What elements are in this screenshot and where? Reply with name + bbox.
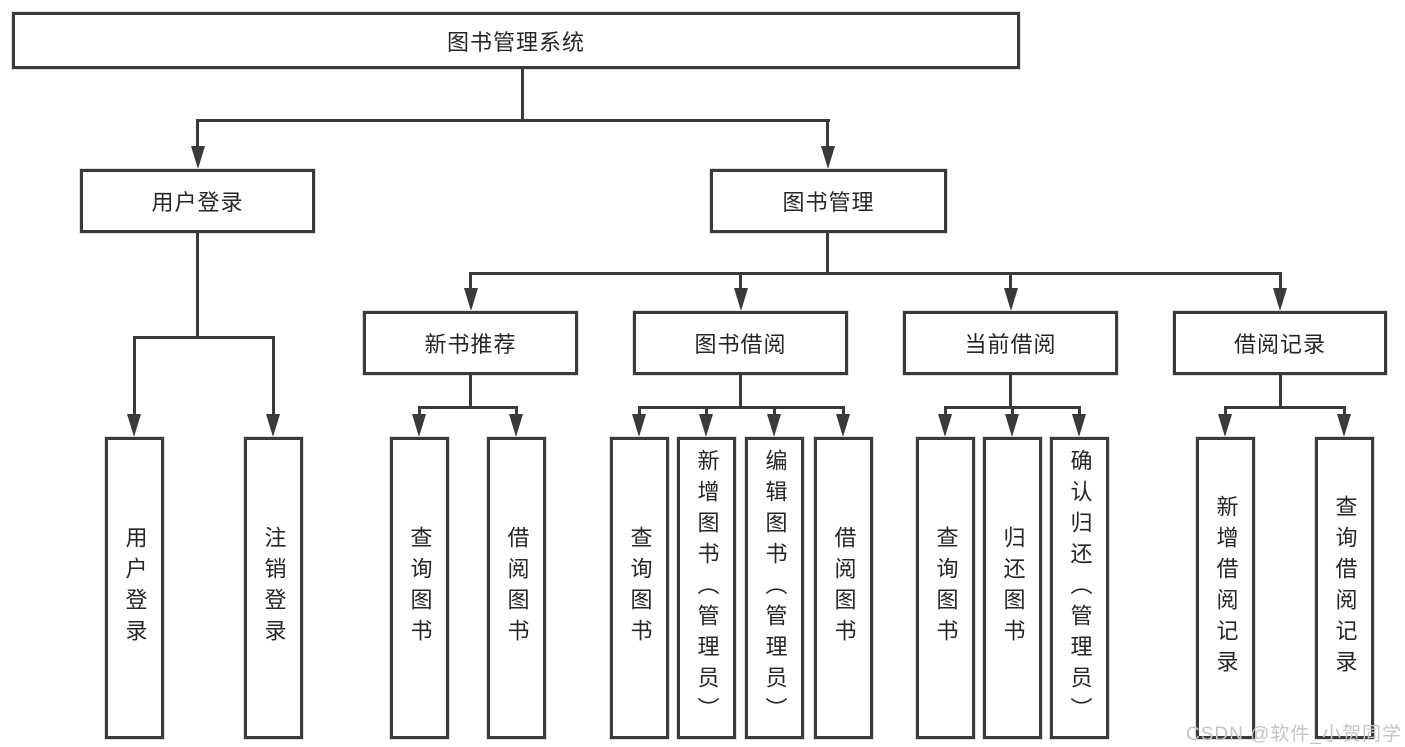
csdn-watermark: CSDN @软件_小贺同学	[1186, 724, 1402, 745]
leaf-current-return-books: 归还图书	[983, 437, 1042, 739]
leaf-records-query-borrow-record: 查询借阅记录	[1315, 437, 1374, 739]
arrowhead-down-icon	[127, 414, 141, 437]
arrowhead-down-icon	[938, 414, 952, 437]
arrowhead-down-icon	[632, 414, 646, 437]
leaf-borrow-query-books: 查询图书	[610, 437, 669, 739]
connector-stem	[272, 336, 275, 416]
connector-borrow-trunk	[739, 375, 742, 406]
connector-book-mgmt-trunk	[826, 233, 829, 272]
node-new-book-recommendation: 新书推荐	[363, 311, 578, 375]
node-book-borrowing: 图书借阅	[633, 311, 848, 375]
connector-stem	[739, 272, 742, 290]
connector-stem	[1224, 406, 1227, 416]
node-book-management: 图书管理	[710, 169, 947, 233]
connector-book-mgmt-bus	[469, 272, 1281, 275]
arrowhead-down-icon	[1273, 288, 1287, 311]
connector-stem	[133, 336, 136, 416]
leaf-borrow-edit-books-admin: 编辑图书（管理员）	[745, 437, 804, 739]
connector-stem	[1343, 406, 1346, 416]
arrowhead-down-icon	[734, 288, 748, 311]
leaf-current-query-books: 查询图书	[916, 437, 975, 739]
connector-stem	[826, 119, 829, 147]
connector-user-login-trunk	[196, 233, 199, 336]
connector-records-trunk	[1279, 375, 1282, 406]
arrowhead-down-icon	[509, 414, 523, 437]
connector-stem	[638, 406, 641, 416]
arrowhead-down-icon	[699, 414, 713, 437]
arrowhead-down-icon	[412, 414, 426, 437]
connector-records-bus	[1224, 406, 1345, 409]
connector-stem	[1078, 406, 1081, 416]
arrowhead-down-icon	[191, 146, 205, 169]
arrowhead-down-icon	[464, 288, 478, 311]
node-current-borrowing: 当前借阅	[903, 311, 1118, 375]
connector-stem	[705, 406, 708, 416]
leaf-newbook-query-books: 查询图书	[390, 437, 449, 739]
connector-stem	[944, 406, 947, 416]
connector-stem	[418, 406, 421, 416]
connector-stem	[773, 406, 776, 416]
node-borrowing-records: 借阅记录	[1173, 311, 1387, 375]
connector-root-bus	[196, 119, 830, 122]
connector-borrow-bus	[638, 406, 845, 409]
leaf-user-login: 用户登录	[105, 437, 164, 739]
connector-stem	[1279, 272, 1282, 290]
leaf-current-confirm-return-admin: 确认归还（管理员）	[1050, 437, 1109, 739]
leaf-newbook-borrow-books: 借阅图书	[487, 437, 546, 739]
connector-current-trunk	[1009, 375, 1012, 406]
leaf-logout: 注销登录	[244, 437, 303, 739]
connector-stem	[842, 406, 845, 416]
arrowhead-down-icon	[1337, 414, 1351, 437]
connector-stem	[1011, 406, 1014, 416]
arrowhead-down-icon	[821, 146, 835, 169]
connector-user-login-bus	[133, 336, 275, 339]
connector-newbook-bus	[418, 406, 518, 409]
leaf-records-add-borrow-record: 新增借阅记录	[1196, 437, 1255, 739]
arrowhead-down-icon	[1005, 414, 1019, 437]
node-user-login: 用户登录	[80, 169, 315, 233]
connector-stem	[469, 272, 472, 290]
arrowhead-down-icon	[1218, 414, 1232, 437]
leaf-borrow-borrow-books: 借阅图书	[814, 437, 873, 739]
connector-stem	[515, 406, 518, 416]
node-library-management-system: 图书管理系统	[12, 12, 1020, 69]
connector-newbook-trunk	[469, 375, 472, 406]
arrowhead-down-icon	[1072, 414, 1086, 437]
arrowhead-down-icon	[266, 414, 280, 437]
leaf-borrow-add-books-admin: 新增图书（管理员）	[677, 437, 736, 739]
connector-root-trunk	[521, 69, 524, 119]
arrowhead-down-icon	[1004, 288, 1018, 311]
connector-stem	[1009, 272, 1012, 290]
connector-stem	[196, 119, 199, 147]
arrowhead-down-icon	[767, 414, 781, 437]
arrowhead-down-icon	[836, 414, 850, 437]
